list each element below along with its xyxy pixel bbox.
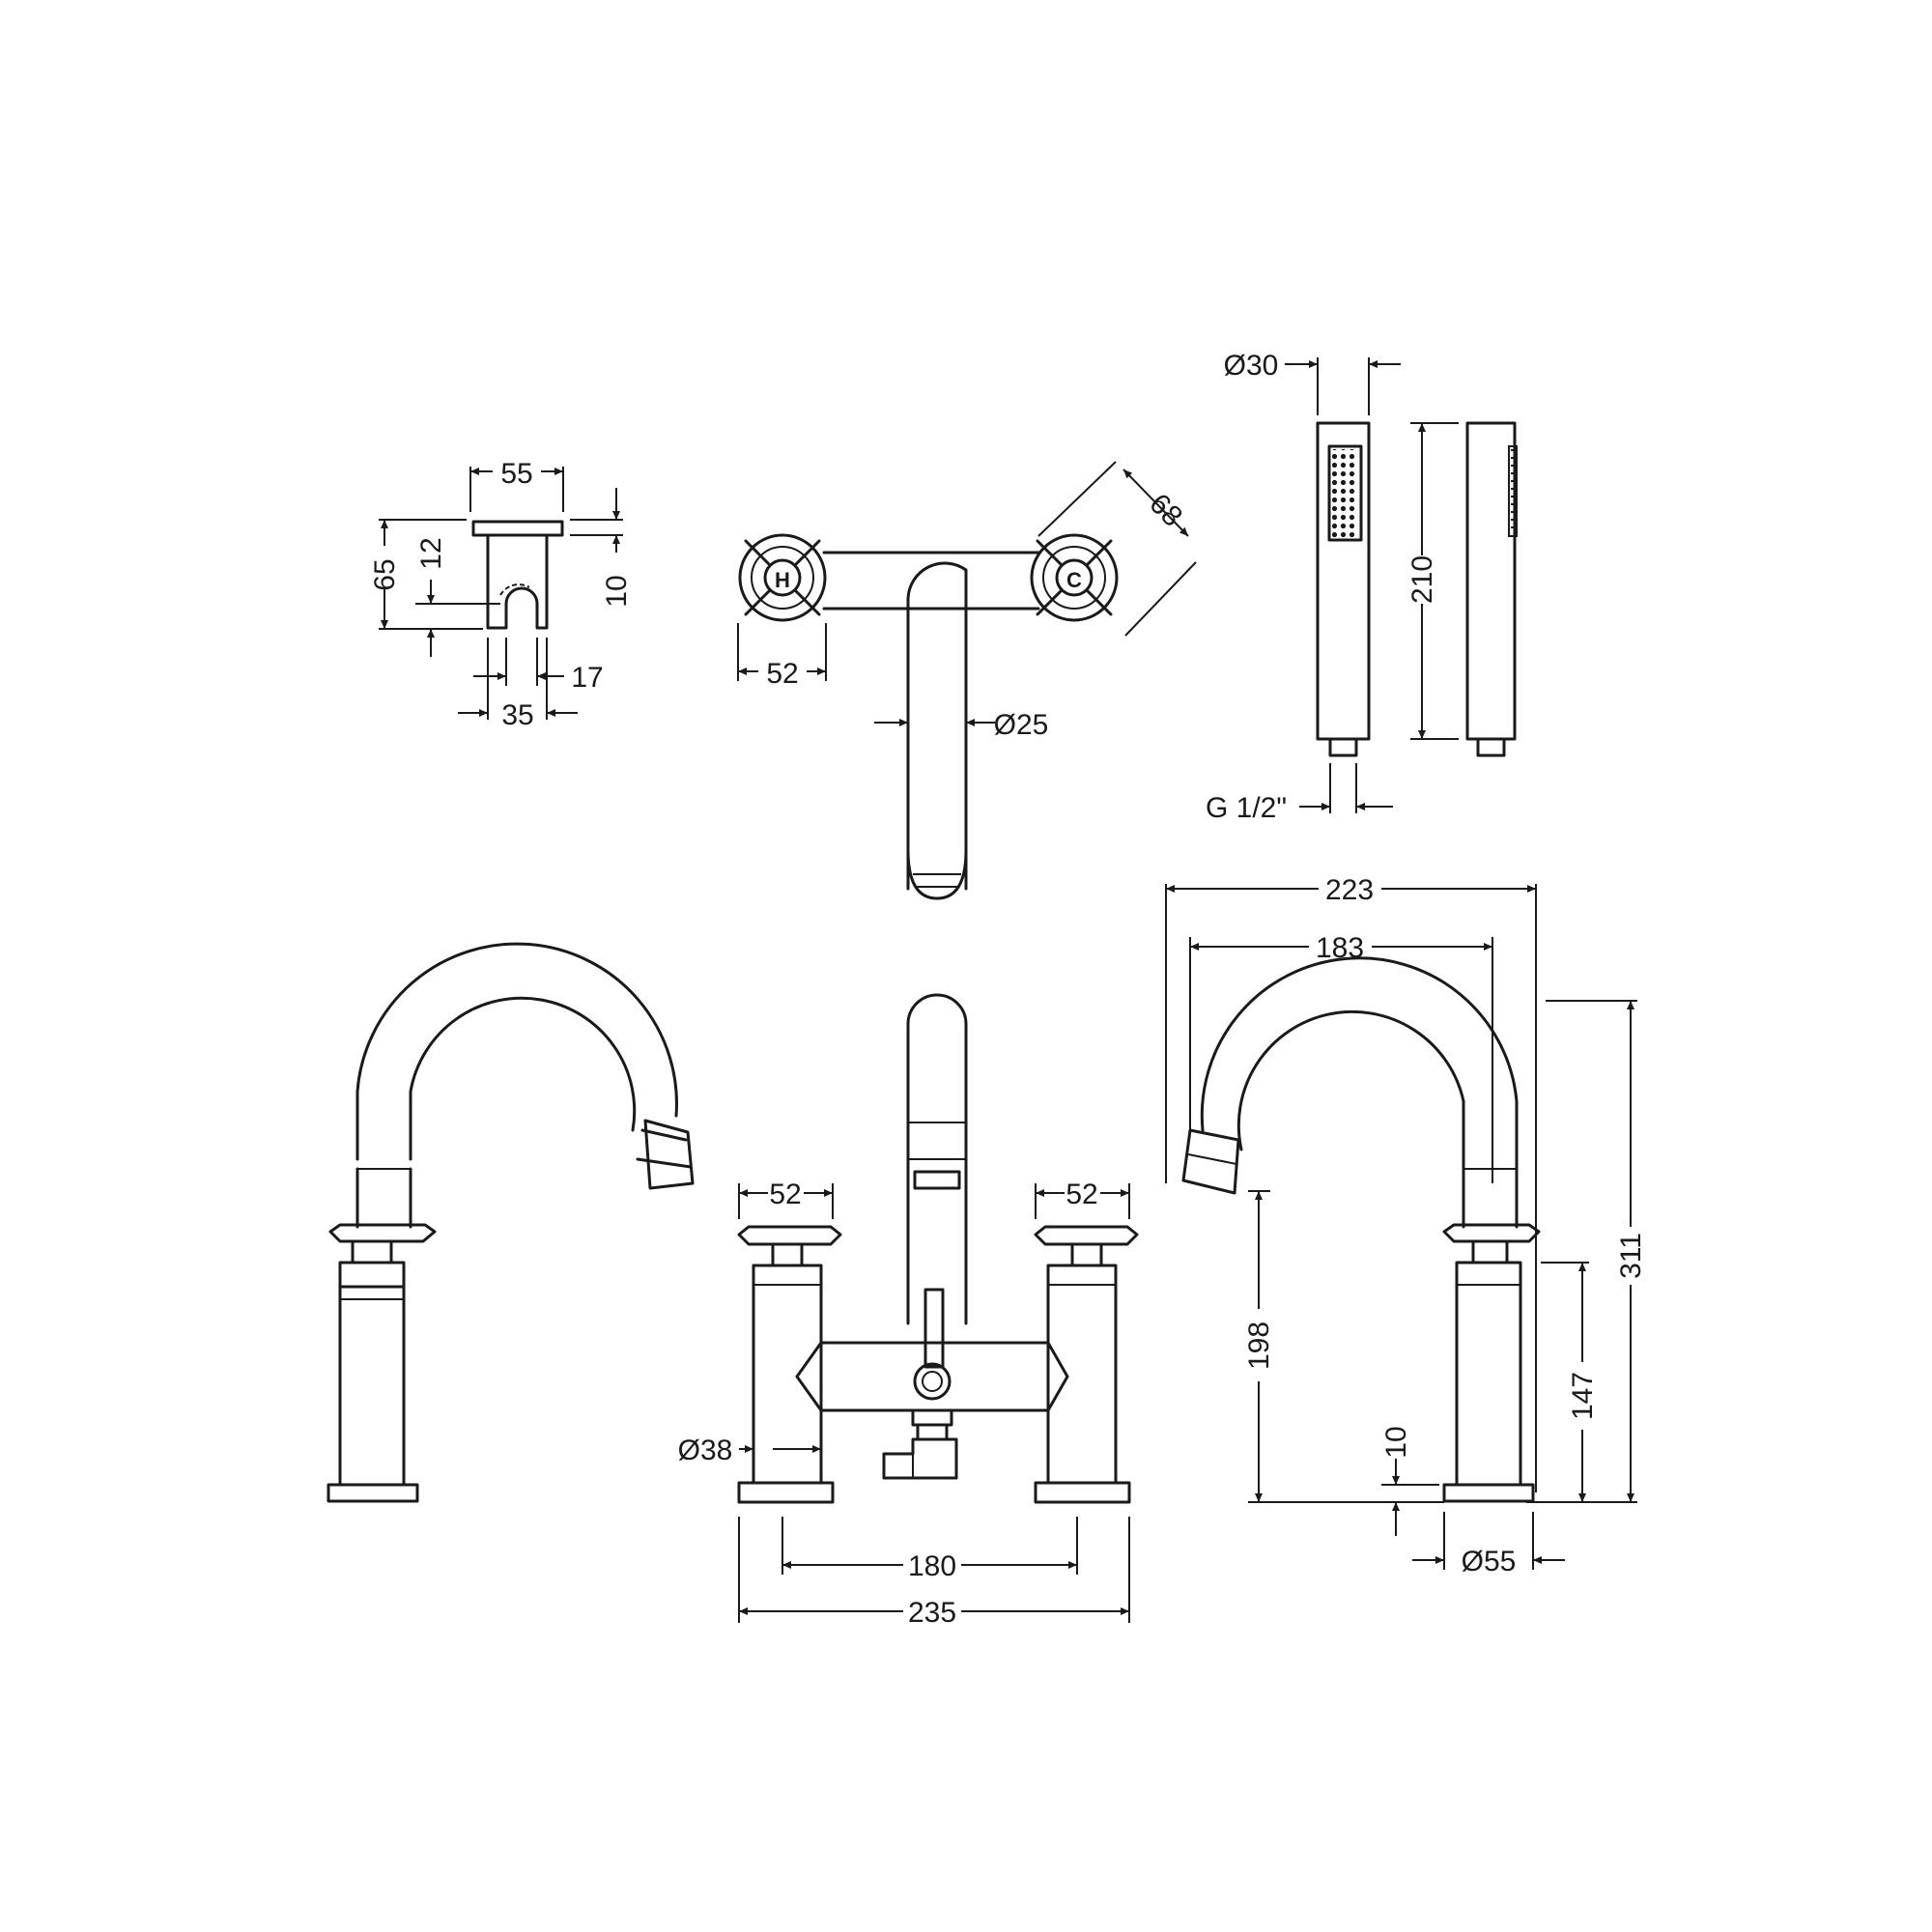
right-side-view bbox=[1165, 884, 1637, 1570]
spout-reach-label: 183 bbox=[1316, 932, 1364, 964]
handset-drawing bbox=[1285, 357, 1518, 813]
front-handle-right-label: 52 bbox=[1065, 1179, 1097, 1210]
top-handle-width-label: 52 bbox=[766, 658, 798, 690]
hot-mark: H bbox=[775, 568, 790, 592]
body-height-label: 147 bbox=[1567, 1372, 1599, 1420]
left-side-view bbox=[327, 942, 695, 1503]
handset-length-label: 210 bbox=[1406, 555, 1438, 604]
top-view-drawing bbox=[737, 461, 1197, 900]
bracket-height-label: 65 bbox=[369, 558, 401, 590]
cold-handle-top bbox=[1030, 533, 1119, 622]
body-diameter-label: Ø38 bbox=[678, 1435, 733, 1466]
total-height-label: 311 bbox=[1615, 1233, 1647, 1279]
handset-diameter-label: Ø30 bbox=[1224, 350, 1279, 382]
cold-mark: C bbox=[1066, 568, 1082, 592]
front-view bbox=[737, 993, 1139, 1623]
centres-label: 180 bbox=[908, 1550, 956, 1582]
bracket-top-plate-label: 10 bbox=[601, 575, 633, 607]
bracket-slot-width-label: 17 bbox=[571, 662, 603, 694]
spout-height-label: 198 bbox=[1243, 1321, 1275, 1370]
base-plate-label: 10 bbox=[1380, 1426, 1412, 1458]
spout-diameter-label: Ø25 bbox=[994, 709, 1049, 741]
hot-handle-top bbox=[738, 533, 827, 622]
front-handle-left-label: 52 bbox=[769, 1179, 801, 1210]
bracket-width-label: 55 bbox=[500, 458, 532, 490]
handle-span-label: 68 bbox=[1143, 488, 1188, 533]
wall-bracket-drawing bbox=[379, 467, 623, 720]
overall-width-label: 235 bbox=[908, 1597, 956, 1629]
handset-connection-label: G 1/2" bbox=[1206, 792, 1287, 824]
bracket-base-width-label: 35 bbox=[501, 699, 533, 731]
base-diameter-label: Ø55 bbox=[1462, 1546, 1517, 1577]
reach-label: 223 bbox=[1325, 874, 1374, 906]
bracket-slot-height-label: 12 bbox=[415, 537, 447, 569]
